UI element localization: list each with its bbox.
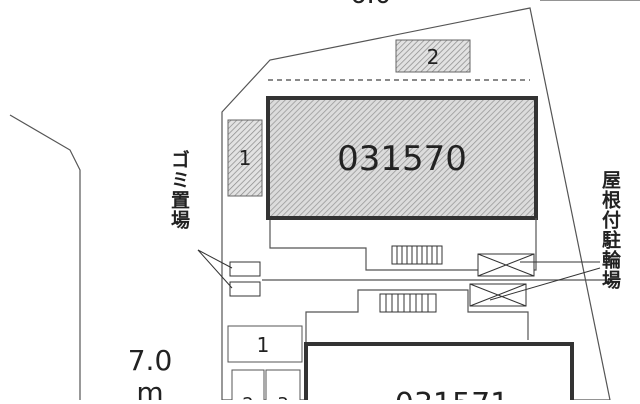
stairs-lower xyxy=(379,293,437,313)
parking-space-bottom-left: 1 xyxy=(227,325,303,363)
svg-text:2: 2 xyxy=(427,45,440,69)
road-width-value: 7.0 xyxy=(128,344,173,377)
stairs-upper xyxy=(391,245,443,265)
walkway-outline xyxy=(269,218,537,271)
building-lower: 031571 xyxy=(304,342,574,404)
top-road-width-label: 6.0 xyxy=(350,0,391,10)
road-boundary-lines xyxy=(9,0,640,400)
leader-lines xyxy=(197,249,601,301)
bicycle-parking-upper xyxy=(477,253,535,277)
bicycle-parking-label: 屋根付駐輪場 xyxy=(599,170,621,290)
parking-space-left: 1 xyxy=(227,119,263,197)
road-width-unit: m xyxy=(136,376,163,400)
building-main: 031570 xyxy=(266,96,538,220)
svg-text:031570: 031570 xyxy=(337,139,467,179)
walkway-outline-lower xyxy=(305,289,529,342)
parking-number-b: 3 xyxy=(277,394,288,400)
svg-text:1: 1 xyxy=(239,146,252,170)
garbage-boxes xyxy=(229,261,261,297)
parking-space-top: 2 xyxy=(395,39,471,73)
bicycle-parking-lower xyxy=(469,283,527,307)
property-outline xyxy=(221,7,611,401)
garbage-area-label: ゴミ置場 xyxy=(168,150,190,230)
svg-text:031571: 031571 xyxy=(395,387,510,400)
svg-text:1: 1 xyxy=(257,333,270,357)
parking-number-a: 2 xyxy=(242,394,253,400)
parking-space-bottom-small xyxy=(231,369,301,404)
